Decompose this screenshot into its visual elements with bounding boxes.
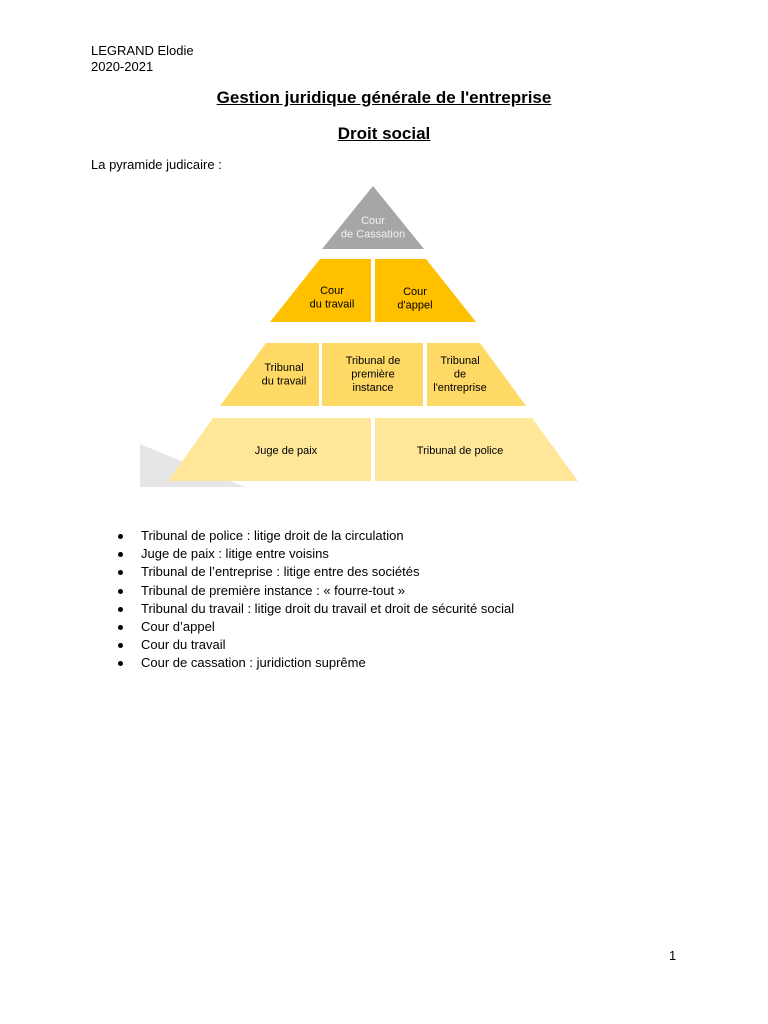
tier-tribunal-du-travail [220,343,319,406]
tier-cour-du-travail [270,259,371,322]
list-item: Cour de cassation : juridiction suprême [118,654,514,672]
pyramid-label-line: Cour [361,215,385,227]
tier-tribunal-premiere-instance [322,343,423,406]
page-number: 1 [669,948,677,963]
label-cour-du-travail: Cour du travail [310,285,355,311]
pyramid-label-line: de [454,369,466,381]
label-tribunal-de-police: Tribunal de police [417,445,503,457]
tier-tribunal-de-l-entreprise [427,343,526,406]
document-subtitle: Droit social [337,124,431,143]
list-item: Tribunal de première instance : « fourre… [118,582,514,600]
tier-cour-d-appel [375,259,476,322]
pyramid-label-line: Tribunal [440,355,479,367]
pyramid-label-line: Tribunal de [346,355,401,367]
list-item: Tribunal du travail : litige droit du tr… [118,600,514,618]
document-title: Gestion juridique générale de l'entrepri… [216,88,552,107]
label-juge-de-paix: Juge de paix [255,445,318,457]
label-cour-d-appel: Cour d'appel [397,286,432,312]
pyramid-label-line: Cour [320,285,344,297]
pyramid-label-line: Juge de paix [255,445,318,457]
list-item: Cour du travail [118,636,514,654]
pyramid-label-line: de Cassation [341,229,405,241]
pyramid-label-line: du travail [310,299,355,311]
label-tribunal-du-travail: Tribunal du travail [262,362,307,388]
list-item: Juge de paix : litige entre voisins [118,545,514,563]
tier-tribunal-de-police [375,418,578,481]
pyramid-label-line: du travail [262,376,307,388]
pyramid-label-line: Cour [403,286,427,298]
pyramid-label-line: première [351,369,394,381]
academic-year: 2020-2021 [91,59,154,74]
pyramid-label-line: instance [353,382,394,394]
tier-cour-de-cassation [322,186,424,249]
intro-text: La pyramide judicaire : [91,157,222,172]
list-item: Tribunal de police : litige droit de la … [118,527,514,545]
pyramid-label-line: l'entreprise [433,382,486,394]
court-list: Tribunal de police : litige droit de la … [118,527,514,673]
judicial-pyramid-diagram: Cour de Cassation Cour du travail Cour d'ap… [140,186,578,487]
label-cour-de-cassation: Cour de Cassation [341,215,405,241]
pyramid-label-line: d'appel [397,300,432,312]
list-item: Tribunal de l’entreprise : litige entre … [118,563,514,581]
author-name: LEGRAND Elodie [91,43,194,58]
tier-juge-de-paix [168,418,371,481]
pyramid-label-line: Tribunal [264,362,303,374]
pyramid-label-line: Tribunal de police [417,445,503,457]
list-item: Cour d’appel [118,618,514,636]
